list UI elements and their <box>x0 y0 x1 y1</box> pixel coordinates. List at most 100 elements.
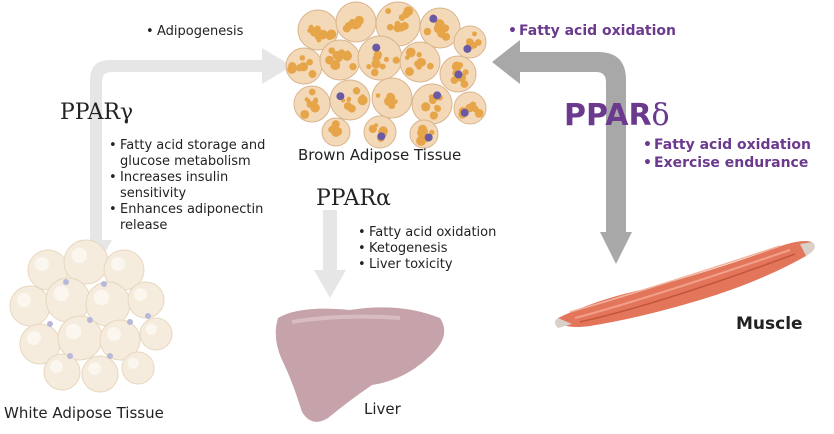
lipid-droplet <box>472 31 477 37</box>
lipid-droplet <box>426 62 434 70</box>
muscle-label: Muscle <box>736 314 803 334</box>
cell-highlight <box>17 293 31 307</box>
cell-highlight <box>27 331 41 345</box>
lipid-droplet <box>417 128 426 138</box>
lipid-droplet <box>383 56 390 63</box>
lipid-droplet <box>392 56 400 64</box>
lipid-droplet <box>349 62 357 71</box>
lipid-droplet <box>328 47 336 54</box>
ppar-alpha-effect: Fatty acid oxidation <box>358 225 496 241</box>
ppar-delta-arrow <box>492 40 632 264</box>
lipid-droplet <box>416 64 422 70</box>
ppar-delta-top-note: Fatty acid oxidation <box>508 22 676 40</box>
cell-highlight <box>127 357 139 369</box>
cell-nucleus <box>336 92 345 101</box>
lipid-droplet <box>334 54 343 63</box>
lipid-droplet <box>308 70 317 79</box>
cell-nucleus <box>377 132 386 141</box>
muscle-illustration <box>555 241 815 328</box>
ppar-delta-top-effect: Fatty acid oxidation <box>508 22 676 40</box>
lipid-droplet <box>366 64 372 70</box>
white-fat-cell <box>63 239 109 285</box>
cell-highlight <box>134 288 147 301</box>
cell-nucleus <box>67 353 73 359</box>
cell-highlight <box>145 323 157 335</box>
white-fat-cell <box>81 355 119 393</box>
lipid-droplet <box>433 23 443 33</box>
cell-nucleus <box>107 353 113 359</box>
cell-nucleus <box>101 281 107 287</box>
lipid-droplet <box>462 69 469 76</box>
cell-nucleus <box>47 321 53 327</box>
lipid-droplet <box>352 87 361 95</box>
lipid-droplet <box>331 120 340 129</box>
lipid-droplet <box>346 96 352 102</box>
white-adipose-tissue-label: White Adipose Tissue <box>4 404 164 422</box>
cell-highlight <box>50 360 63 373</box>
lipid-droplet <box>394 20 401 27</box>
lipid-droplet <box>287 64 297 74</box>
ppar-gamma-adipogenesis-note: Adipogenesis <box>146 24 243 40</box>
lipid-droplet <box>405 67 414 76</box>
white-fat-cell <box>57 315 103 361</box>
white-fat-cell <box>139 317 173 351</box>
cell-nucleus <box>87 317 93 323</box>
cell-nucleus <box>127 319 133 325</box>
lipid-droplet <box>469 101 477 108</box>
lipid-droplet <box>372 55 379 62</box>
lipid-droplet <box>334 130 340 135</box>
white-fat-cell <box>45 277 91 323</box>
ppar-gamma-effect: Fatty acid storage and glucose metabolis… <box>109 138 289 170</box>
ppar-delta-effects: Fatty acid oxidation Exercise endurance <box>643 136 811 172</box>
lipid-droplet <box>345 50 351 55</box>
lipid-droplet <box>450 76 458 84</box>
lipid-droplet <box>457 62 464 68</box>
cell-nucleus <box>429 14 438 23</box>
lipid-droplet <box>432 112 438 117</box>
lipid-droplet <box>342 24 351 33</box>
lipid-droplet <box>313 25 321 33</box>
cell-highlight <box>93 289 110 306</box>
lipid-droplet <box>357 95 368 106</box>
lipid-droplet <box>304 97 309 102</box>
white-fat-cell <box>121 351 155 385</box>
lipid-droplet <box>371 59 381 69</box>
lipid-droplet <box>441 23 446 28</box>
ppar-delta-label-greek: δ <box>651 98 670 133</box>
white-adipose-tissue-illustration <box>9 239 173 393</box>
ppar-alpha-effects: Fatty acid oxidation Ketogenesis Liver t… <box>358 225 496 273</box>
lipid-droplet <box>416 58 424 66</box>
lipid-droplet <box>348 18 357 27</box>
cell-highlight <box>107 327 121 341</box>
white-fat-cell <box>9 285 51 327</box>
lipid-droplet <box>466 38 473 45</box>
brown-adipose-tissue-label: Brown Adipose Tissue <box>298 146 462 164</box>
cell-nucleus <box>460 108 469 117</box>
ppar-gamma-effect: Enhances adiponectin release <box>109 202 289 234</box>
ppar-gamma-effects: Fatty acid storage and glucose metabolis… <box>109 138 289 234</box>
ppar-alpha-effect: Liver toxicity <box>358 257 496 273</box>
lipid-droplet <box>405 47 416 58</box>
lipid-droplet <box>295 64 304 72</box>
cell-nucleus <box>145 313 151 319</box>
cell-highlight <box>35 257 49 271</box>
cell-highlight <box>65 323 82 340</box>
lipid-droplet <box>300 109 310 119</box>
cell-nucleus <box>454 70 463 79</box>
lipid-droplet <box>343 102 352 111</box>
ppar-alpha-effect: Ketogenesis <box>358 241 496 257</box>
lipid-droplet <box>306 101 314 108</box>
ppar-delta-effect: Exercise endurance <box>643 154 811 172</box>
lipid-droplet <box>460 80 469 88</box>
ppar-gamma-effect: Increases insulin sensitivity <box>109 170 289 202</box>
cell-nucleus <box>463 44 472 53</box>
liver-label: Liver <box>364 400 401 418</box>
lipid-droplet <box>330 60 341 71</box>
cell-highlight <box>71 247 88 264</box>
lipid-droplet <box>434 105 442 112</box>
lipid-droplet <box>474 39 482 46</box>
lipid-droplet <box>374 123 379 128</box>
lipid-droplet <box>379 63 386 70</box>
ppar-alpha-arrow <box>314 210 346 298</box>
